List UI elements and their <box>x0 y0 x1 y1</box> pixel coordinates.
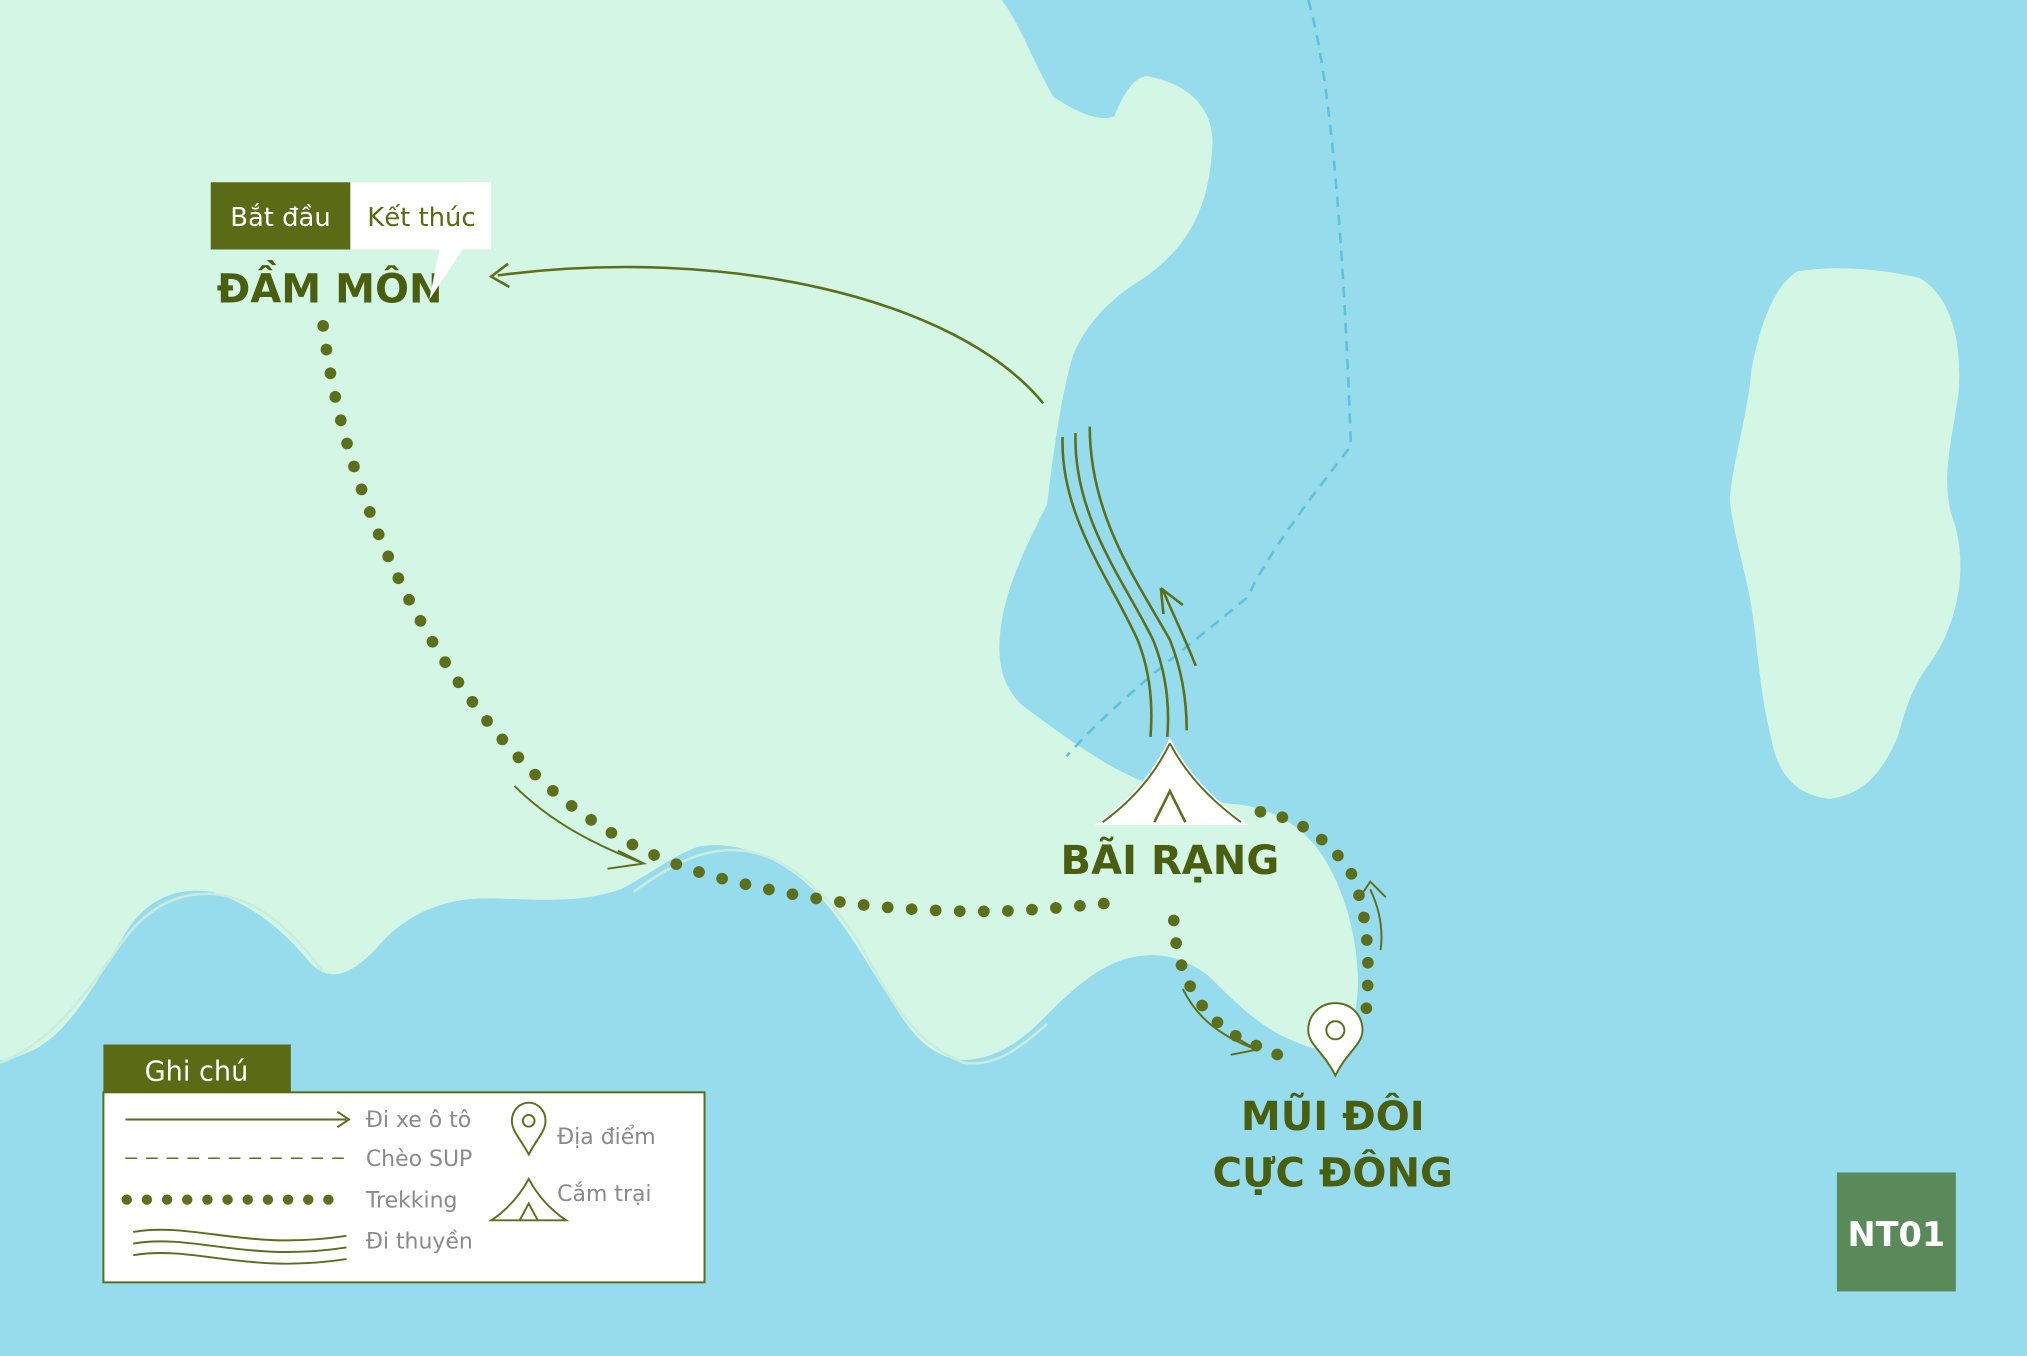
end-label: Kết thúc <box>367 203 475 233</box>
mainland <box>0 0 1358 1061</box>
legend-boat: Đi thuyền <box>366 1230 473 1255</box>
legend: Ghi chú Đi xe ô tô Chèo SUP Trekking Đi … <box>102 1044 706 1284</box>
direction-arrow-3 <box>1359 880 1387 951</box>
legend-arrow-icon <box>336 1110 351 1129</box>
route-code: NT01 <box>1847 1215 1945 1254</box>
sup-route <box>1065 0 1353 758</box>
trekking-route-3 <box>1254 805 1374 1015</box>
legend-boat-icon <box>132 1228 347 1265</box>
boat-arrow-icon <box>1159 587 1197 667</box>
trekking-route-2 <box>1167 914 1303 1069</box>
legend-location-pin-icon <box>510 1101 547 1157</box>
start-end-tag: Bắt đầu Kết thúc <box>210 182 492 300</box>
boat-route <box>1061 426 1188 737</box>
tent-icon <box>1094 737 1249 825</box>
place-label-mui-doi-2: CỰC ĐÔNG <box>1213 1149 1453 1197</box>
trekking-route-1 <box>317 319 1125 918</box>
legend-car: Đi xe ô tô <box>366 1108 471 1133</box>
route-code-badge <box>1836 1172 1956 1292</box>
location-pin-icon <box>1307 1002 1364 1078</box>
arrow-icon <box>488 262 510 289</box>
shoreline <box>0 848 1048 1065</box>
legend-camping: Cắm trại <box>557 1182 651 1207</box>
place-label-bai-rang: BÃI RẠNG <box>1061 836 1280 884</box>
direction-arrow-2 <box>1181 988 1260 1056</box>
legend-title: Ghi chú <box>145 1057 249 1088</box>
legend-location: Địa điểm <box>557 1125 656 1150</box>
place-label-dam-mon: ĐẦM MÔN <box>217 258 443 312</box>
legend-trekking: Trekking <box>365 1188 458 1213</box>
legend-tent-icon <box>488 1176 570 1222</box>
start-label: Bắt đầu <box>230 202 331 233</box>
direction-arrow-1 <box>513 785 647 870</box>
place-label-mui-doi-1: MŨI ĐÔI <box>1241 1091 1425 1140</box>
legend-sup: Chèo SUP <box>366 1147 472 1172</box>
east-island <box>1729 268 1961 799</box>
car-route <box>497 265 1045 405</box>
